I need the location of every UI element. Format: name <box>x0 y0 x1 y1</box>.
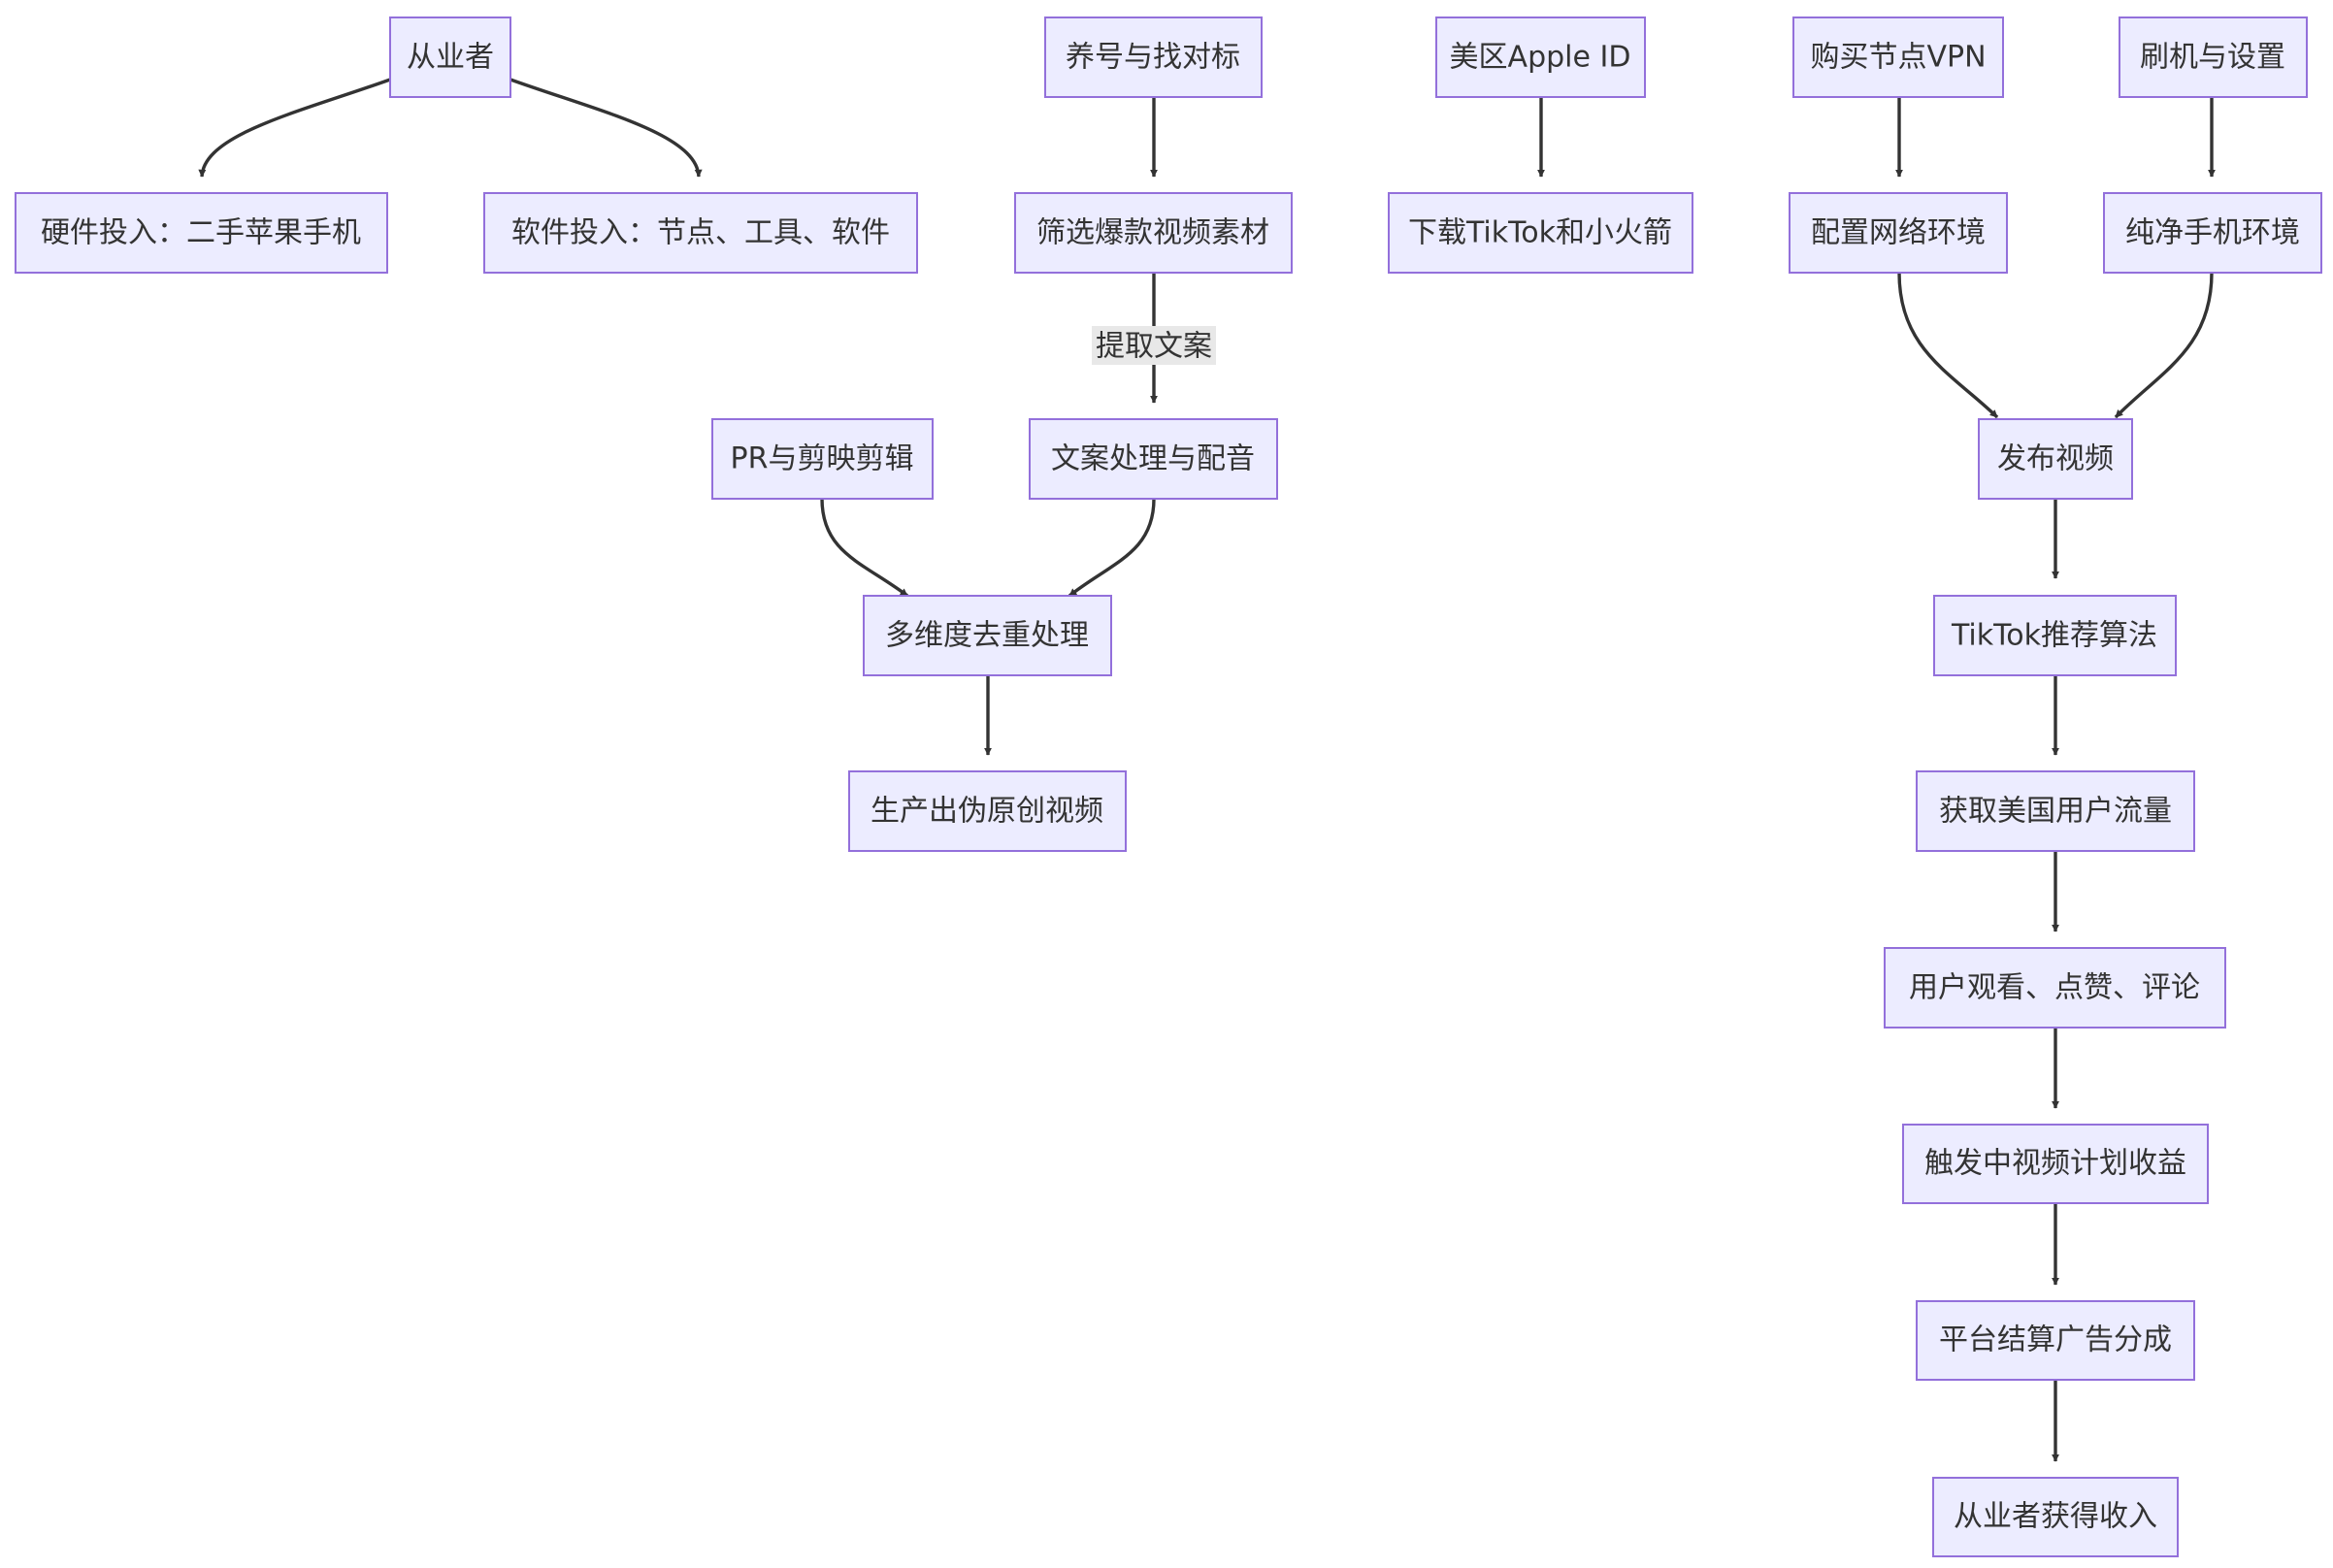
node-select-material: 筛选爆款视频素材 <box>1014 192 1293 274</box>
node-label: 用户观看、点赞、评论 <box>1909 971 2200 1005</box>
node-label: 配置网络环境 <box>1811 216 1986 250</box>
node-label: 生产出伪原创视频 <box>871 795 1103 829</box>
node-label: 筛选爆款视频素材 <box>1036 216 1269 250</box>
node-label: 从业者 <box>407 41 494 75</box>
node-user-engagement: 用户观看、点赞、评论 <box>1884 947 2226 1029</box>
node-label: 下载TikTok和小火箭 <box>1408 216 1672 250</box>
node-label: 触发中视频计划收益 <box>1924 1147 2186 1181</box>
node-label: 软件投入：节点、工具、软件 <box>511 216 890 250</box>
edge-editing-to-dedup <box>820 498 909 598</box>
node-hardware-investment: 硬件投入：二手苹果手机 <box>15 192 388 274</box>
edge-clean-to-publish <box>2114 272 2214 419</box>
node-tiktok-algorithm: TikTok推荐算法 <box>1933 595 2177 676</box>
node-pr-editing: PR与剪映剪辑 <box>711 418 934 500</box>
node-download-apps: 下载TikTok和小火箭 <box>1388 192 1693 274</box>
node-revenue-trigger: 触发中视频计划收益 <box>1902 1124 2209 1204</box>
node-network-config: 配置网络环境 <box>1789 192 2008 274</box>
node-label: 刷机与设置 <box>2140 41 2285 75</box>
edge-label-text: 提取文案 <box>1096 330 1212 364</box>
node-label: PR与剪映剪辑 <box>731 442 914 476</box>
node-label: TikTok推荐算法 <box>1951 619 2157 653</box>
node-clean-phone: 纯净手机环境 <box>2103 192 2322 274</box>
node-buy-vpn: 购买节点VPN <box>1792 16 2004 98</box>
node-publish-video: 发布视频 <box>1978 418 2133 500</box>
node-flash-settings: 刷机与设置 <box>2119 16 2308 98</box>
node-software-investment: 软件投入：节点、工具、软件 <box>483 192 918 274</box>
node-practitioner-income: 从业者获得收入 <box>1932 1477 2179 1557</box>
edge-network-to-publish <box>1897 272 1999 419</box>
edge-practitioner-to-software <box>509 78 703 178</box>
node-us-apple-id: 美区Apple ID <box>1435 16 1646 98</box>
node-ad-settlement: 平台结算广告分成 <box>1916 1300 2195 1381</box>
node-label: 纯净手机环境 <box>2125 216 2300 250</box>
node-label: 养号与找对标 <box>1066 41 1240 75</box>
node-account-benchmark: 养号与找对标 <box>1044 16 1263 98</box>
node-label: 多维度去重处理 <box>885 619 1089 653</box>
node-label: 获取美国用户流量 <box>1939 795 2172 829</box>
node-us-traffic: 获取美国用户流量 <box>1916 770 2195 852</box>
node-label: 硬件投入：二手苹果手机 <box>41 216 361 250</box>
node-label: 购买节点VPN <box>1810 41 1986 75</box>
edge-practitioner-to-hardware <box>198 78 391 178</box>
node-label: 从业者获得收入 <box>1954 1500 2157 1534</box>
node-label: 美区Apple ID <box>1450 41 1631 75</box>
edge-copywriting-to-dedup <box>1068 498 1156 598</box>
node-label: 平台结算广告分成 <box>1939 1323 2172 1357</box>
node-practitioner: 从业者 <box>389 16 511 98</box>
node-dedup: 多维度去重处理 <box>863 595 1112 676</box>
node-pseudo-original: 生产出伪原创视频 <box>848 770 1127 852</box>
node-label: 文案处理与配音 <box>1051 442 1255 476</box>
edge-label-extract-copy: 提取文案 <box>1092 326 1216 365</box>
node-copy-dubbing: 文案处理与配音 <box>1029 418 1278 500</box>
node-label: 发布视频 <box>1997 442 2114 476</box>
